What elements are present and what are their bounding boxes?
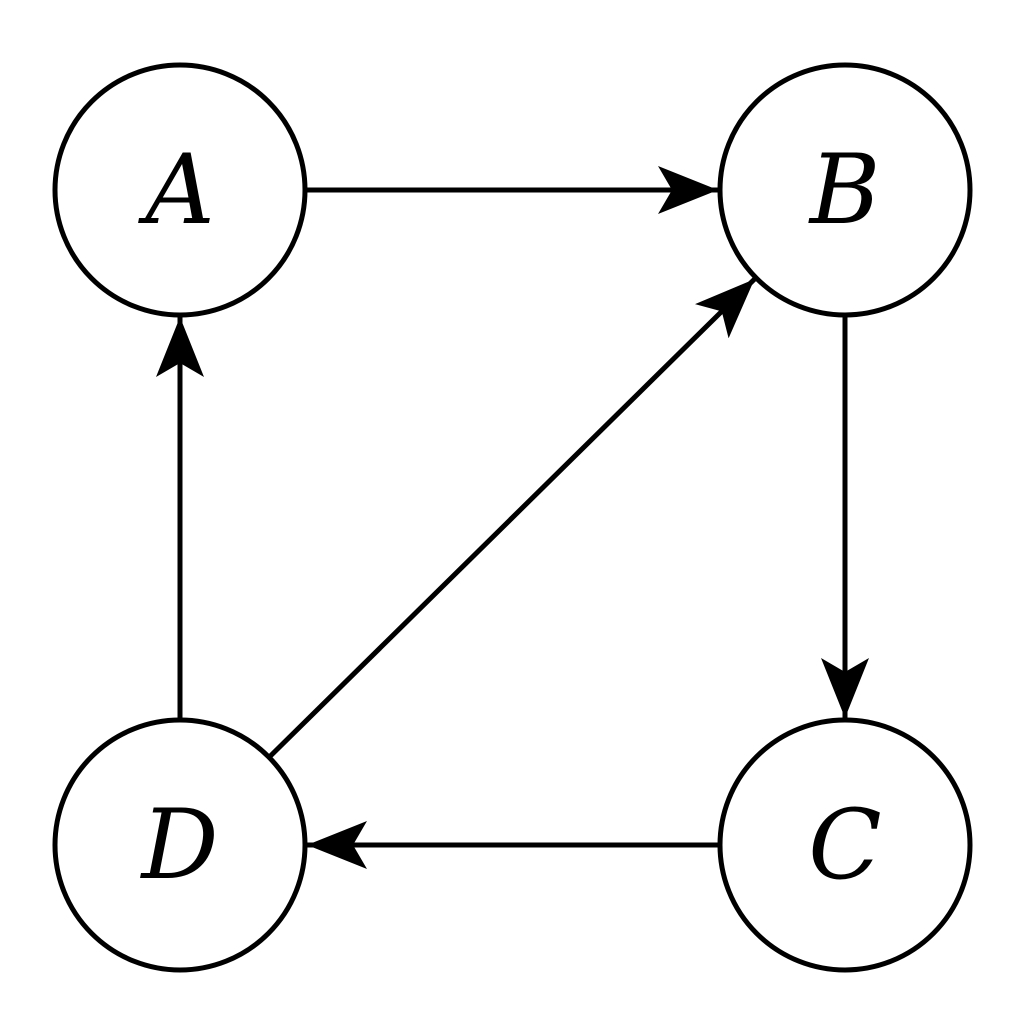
node-a-circle	[52, 62, 308, 318]
node-b-label: B	[808, 134, 881, 246]
node-d-circle	[52, 717, 308, 973]
node-a-label: A	[137, 134, 214, 246]
node-b: B	[717, 62, 973, 318]
node-c-circle	[717, 717, 973, 973]
node-c: C	[717, 717, 973, 973]
edge-d-to-b	[268, 277, 757, 758]
node-d-label: D	[140, 789, 219, 901]
node-c-label: C	[808, 789, 881, 901]
node-d: D	[52, 717, 308, 973]
node-a: A	[52, 62, 308, 318]
edges-layer	[156, 166, 869, 869]
node-b-circle	[717, 62, 973, 318]
